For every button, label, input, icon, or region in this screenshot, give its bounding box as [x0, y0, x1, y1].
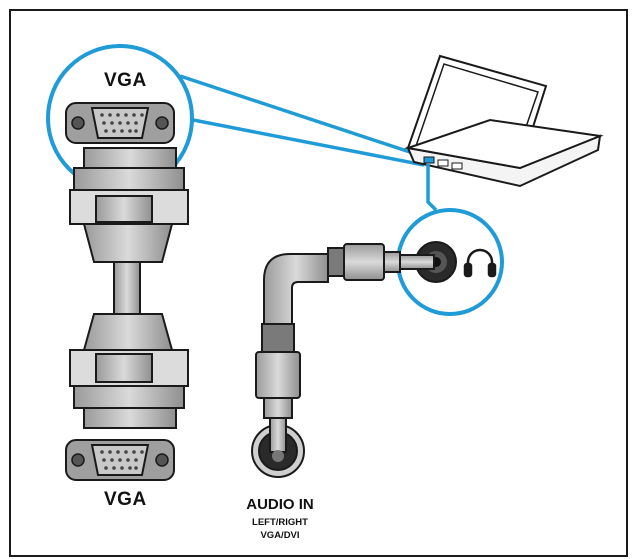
audio-cable	[255, 243, 435, 419]
audio-source-label: VGA/DVI	[260, 530, 300, 541]
audio-plug-icon	[251, 417, 305, 478]
headphones-icon	[463, 248, 497, 278]
laptop-icon	[404, 54, 604, 188]
vga-port-icon	[65, 102, 175, 144]
vga-cable	[69, 147, 189, 429]
audio-in-label: AUDIO IN	[246, 496, 314, 513]
audio-jack-callout	[396, 208, 504, 316]
audio-channel-label: LEFT/RIGHT	[252, 517, 308, 528]
vga-connector-label: VGA	[104, 489, 147, 510]
vga-connector-icon	[65, 439, 175, 481]
vga-port-label: VGA	[104, 70, 147, 91]
audio-callout-line	[426, 164, 438, 212]
vga-callout-lines	[179, 74, 429, 167]
